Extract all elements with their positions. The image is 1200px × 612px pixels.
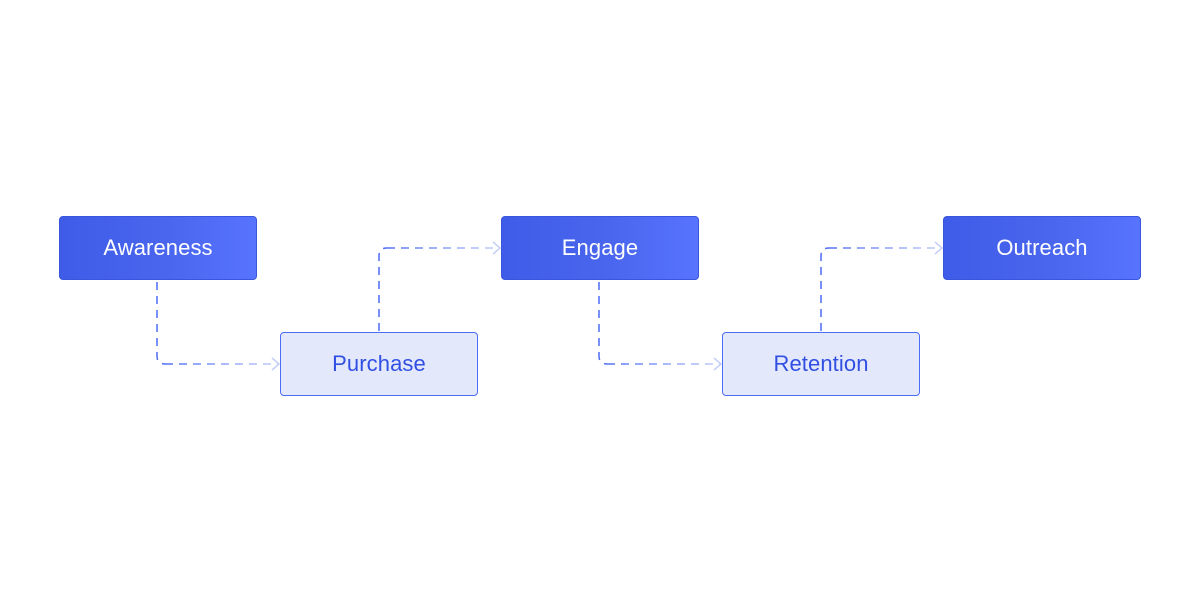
node-purchase[interactable]: Purchase — [280, 332, 478, 396]
node-label: Purchase — [332, 351, 426, 376]
connector-engage-retention — [598, 282, 723, 371]
node-label: Awareness — [103, 235, 213, 260]
node-label: Engage — [561, 235, 639, 260]
node-retention[interactable]: Retention — [722, 332, 920, 396]
arrowhead-icon — [271, 357, 281, 371]
arrowhead-icon — [492, 241, 502, 255]
connector-awareness-purchase — [156, 282, 281, 371]
node-engage[interactable]: Engage — [501, 216, 699, 280]
node-awareness[interactable]: Awareness — [59, 216, 257, 280]
node-outreach[interactable]: Outreach — [943, 216, 1141, 280]
arrowhead-icon — [934, 241, 944, 255]
arrowhead-icon — [713, 357, 723, 371]
connector-retention-outreach — [820, 241, 944, 331]
connector-purchase-engage — [378, 241, 502, 331]
node-label: Retention — [773, 351, 869, 376]
node-label: Outreach — [996, 235, 1088, 260]
